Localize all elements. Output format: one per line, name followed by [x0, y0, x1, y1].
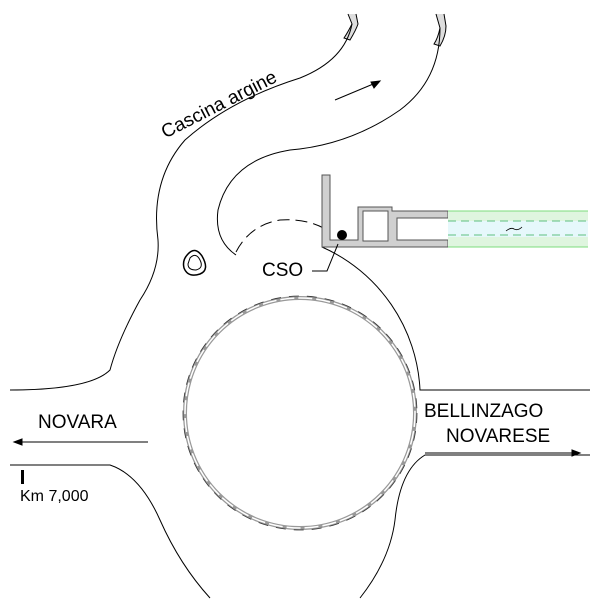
roundabout-outer-edge — [321, 246, 590, 391]
road-edge-right — [216, 27, 441, 256]
km-label: Km 7,000 — [20, 488, 89, 505]
traffic-island — [182, 249, 207, 276]
water-icon — [505, 226, 523, 232]
cso-point — [337, 230, 347, 240]
east-destination-label-1: BELLINZAGO — [424, 401, 544, 422]
channel — [448, 210, 588, 248]
roundabout-lower-left — [10, 464, 211, 599]
central-island — [183, 296, 417, 530]
km-marker — [21, 470, 24, 484]
roundabout-lower-right — [359, 454, 590, 599]
dashed-path — [235, 219, 331, 253]
road-edge-left — [9, 23, 353, 391]
novara-arrow — [12, 438, 148, 446]
cso-leader — [312, 243, 339, 272]
cso-label: CSO — [262, 260, 304, 281]
bellinzago-arrow — [425, 449, 582, 457]
direction-arrow — [334, 80, 382, 101]
west-destination-label: NOVARA — [38, 412, 117, 433]
east-destination-label-2: NOVARESE — [446, 426, 551, 447]
